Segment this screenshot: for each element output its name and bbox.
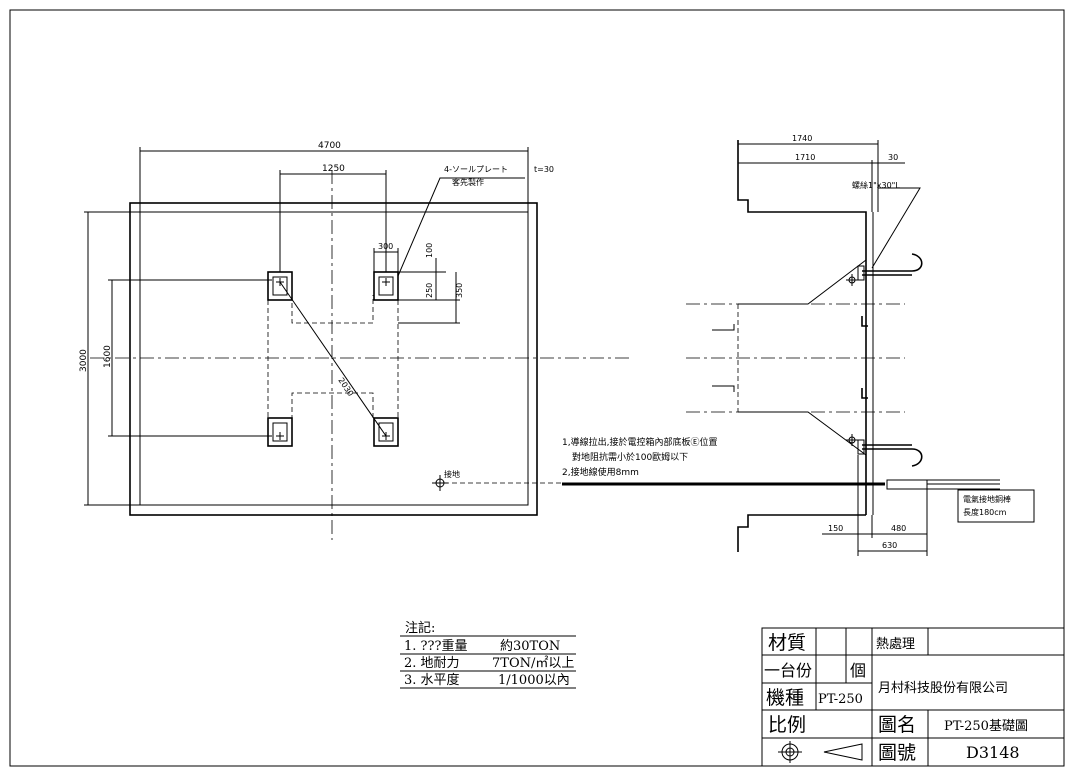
side-profile-top	[737, 140, 867, 515]
pit-upper-edge	[738, 259, 867, 305]
dim-150-text: 150	[828, 524, 843, 533]
projection-symbol-icon	[778, 741, 863, 763]
wiring-note-line2: 對地阻抗需小於100歐姆以下	[572, 451, 688, 463]
plan-view: 2030 4700 1250 300 100 250 350 3000 1600…	[79, 141, 632, 540]
dim-350-text: 350	[455, 283, 464, 298]
note-row3-value: 1/1000以內	[498, 673, 570, 688]
model-value: PT-250	[818, 692, 863, 707]
drawing-name-label: 圖名	[878, 714, 916, 736]
diagonal-dimension-line	[279, 281, 387, 437]
drawing-name-value: PT-250基礎圖	[944, 719, 1028, 734]
sheet-border	[9, 9, 1065, 767]
note-row1-value: 約30TON	[500, 639, 560, 654]
wiring-notes: 1,導線拉出,接於電控箱內部底板Ⓔ位置 對地阻抗需小於100歐姆以下 2,接地線…	[562, 436, 885, 486]
ground-label: 接地	[444, 469, 460, 479]
ground-rod-line1: 電氣接地銅棒	[963, 494, 1011, 504]
dim-1710-text: 1710	[795, 153, 815, 162]
wiring-note-line1: 1,導線拉出,接於電控箱內部底板Ⓔ位置	[562, 436, 717, 448]
side-view: 螺絲1"x30"L 1740 1710 30 電氣接地銅棒 長度180cm 15…	[686, 134, 1035, 556]
ground-rod-line2: 長度180cm	[963, 507, 1007, 517]
model-label: 機種	[766, 687, 804, 709]
pit-lower-edge	[738, 411, 867, 456]
ground-rod	[886, 479, 928, 490]
scale-label: 比例	[768, 714, 806, 736]
note-row2-item: 2. 地耐力	[404, 656, 460, 671]
pit-outline	[291, 295, 374, 420]
dim-480-text: 480	[891, 524, 906, 533]
qty-unit: 個	[850, 661, 866, 680]
sole-plate-top-left	[267, 271, 293, 301]
company-name: 月村科技股份有限公司	[878, 681, 1008, 696]
pad-width-dim-text: 300	[378, 242, 393, 251]
overall-height-dim-text: 3000	[79, 349, 89, 372]
sole-plate-thickness: t=30	[534, 165, 554, 174]
sole-plate-bottom-left	[267, 417, 293, 447]
pad-spacing-dim-text: 1250	[322, 164, 345, 174]
anchor-bolt-bottom	[857, 439, 923, 467]
sole-plate-bottom-right	[373, 417, 399, 447]
overall-width-dim-text: 4700	[318, 141, 341, 151]
title-block: 材質 熱處理 一台份 個 機種 PT-250 月村科技股份有限公司 比例 圖名 …	[761, 627, 1065, 767]
drawing-no-value: D3148	[966, 743, 1020, 762]
side-profile-bottom	[737, 514, 866, 552]
notes-title: 注記:	[405, 620, 435, 636]
ground-rod-note-box	[957, 489, 1035, 523]
bolt-note: 螺絲1"x30"L	[852, 180, 900, 190]
foundation-outer-outline	[129, 202, 538, 516]
dim-250-text: 250	[425, 283, 434, 298]
foundation-inner-outline	[139, 211, 529, 506]
dim-1740-text: 1740	[792, 134, 812, 143]
dim-30-text: 30	[888, 153, 898, 162]
qty-label: 一台份	[764, 661, 812, 680]
sole-plate-top-right	[373, 271, 399, 301]
wiring-note-line3: 2,接地線使用8mm	[562, 466, 639, 478]
diagonal-dimension-text: 2030	[336, 376, 355, 398]
drawing-no-label: 圖號	[878, 742, 916, 764]
note-row1-item: 1. ???重量	[404, 638, 467, 654]
note-row3-item: 3. 水平度	[404, 672, 460, 688]
dim-630-text: 630	[882, 541, 897, 550]
material-label: 材質	[768, 632, 806, 654]
pad-vertical-spacing-dim-text: 1600	[103, 345, 113, 368]
note-row2-value: 7TON/㎡以上	[492, 656, 574, 671]
notes-table: 注記: 1. ???重量 約30TON 2. 地耐力 7TON/㎡以上 3. 水…	[400, 620, 576, 689]
dim-100-text: 100	[425, 243, 434, 258]
sole-plate-note: 4-ソールプレート	[444, 165, 508, 174]
sole-plate-ref: 客先製作	[452, 177, 484, 187]
sole-plate-leader	[397, 177, 525, 277]
bolt-leader	[871, 187, 921, 269]
anchor-bolt-top	[857, 253, 923, 281]
pit-sidelines	[267, 300, 399, 420]
heat-treatment-label: 熱處理	[876, 637, 915, 652]
